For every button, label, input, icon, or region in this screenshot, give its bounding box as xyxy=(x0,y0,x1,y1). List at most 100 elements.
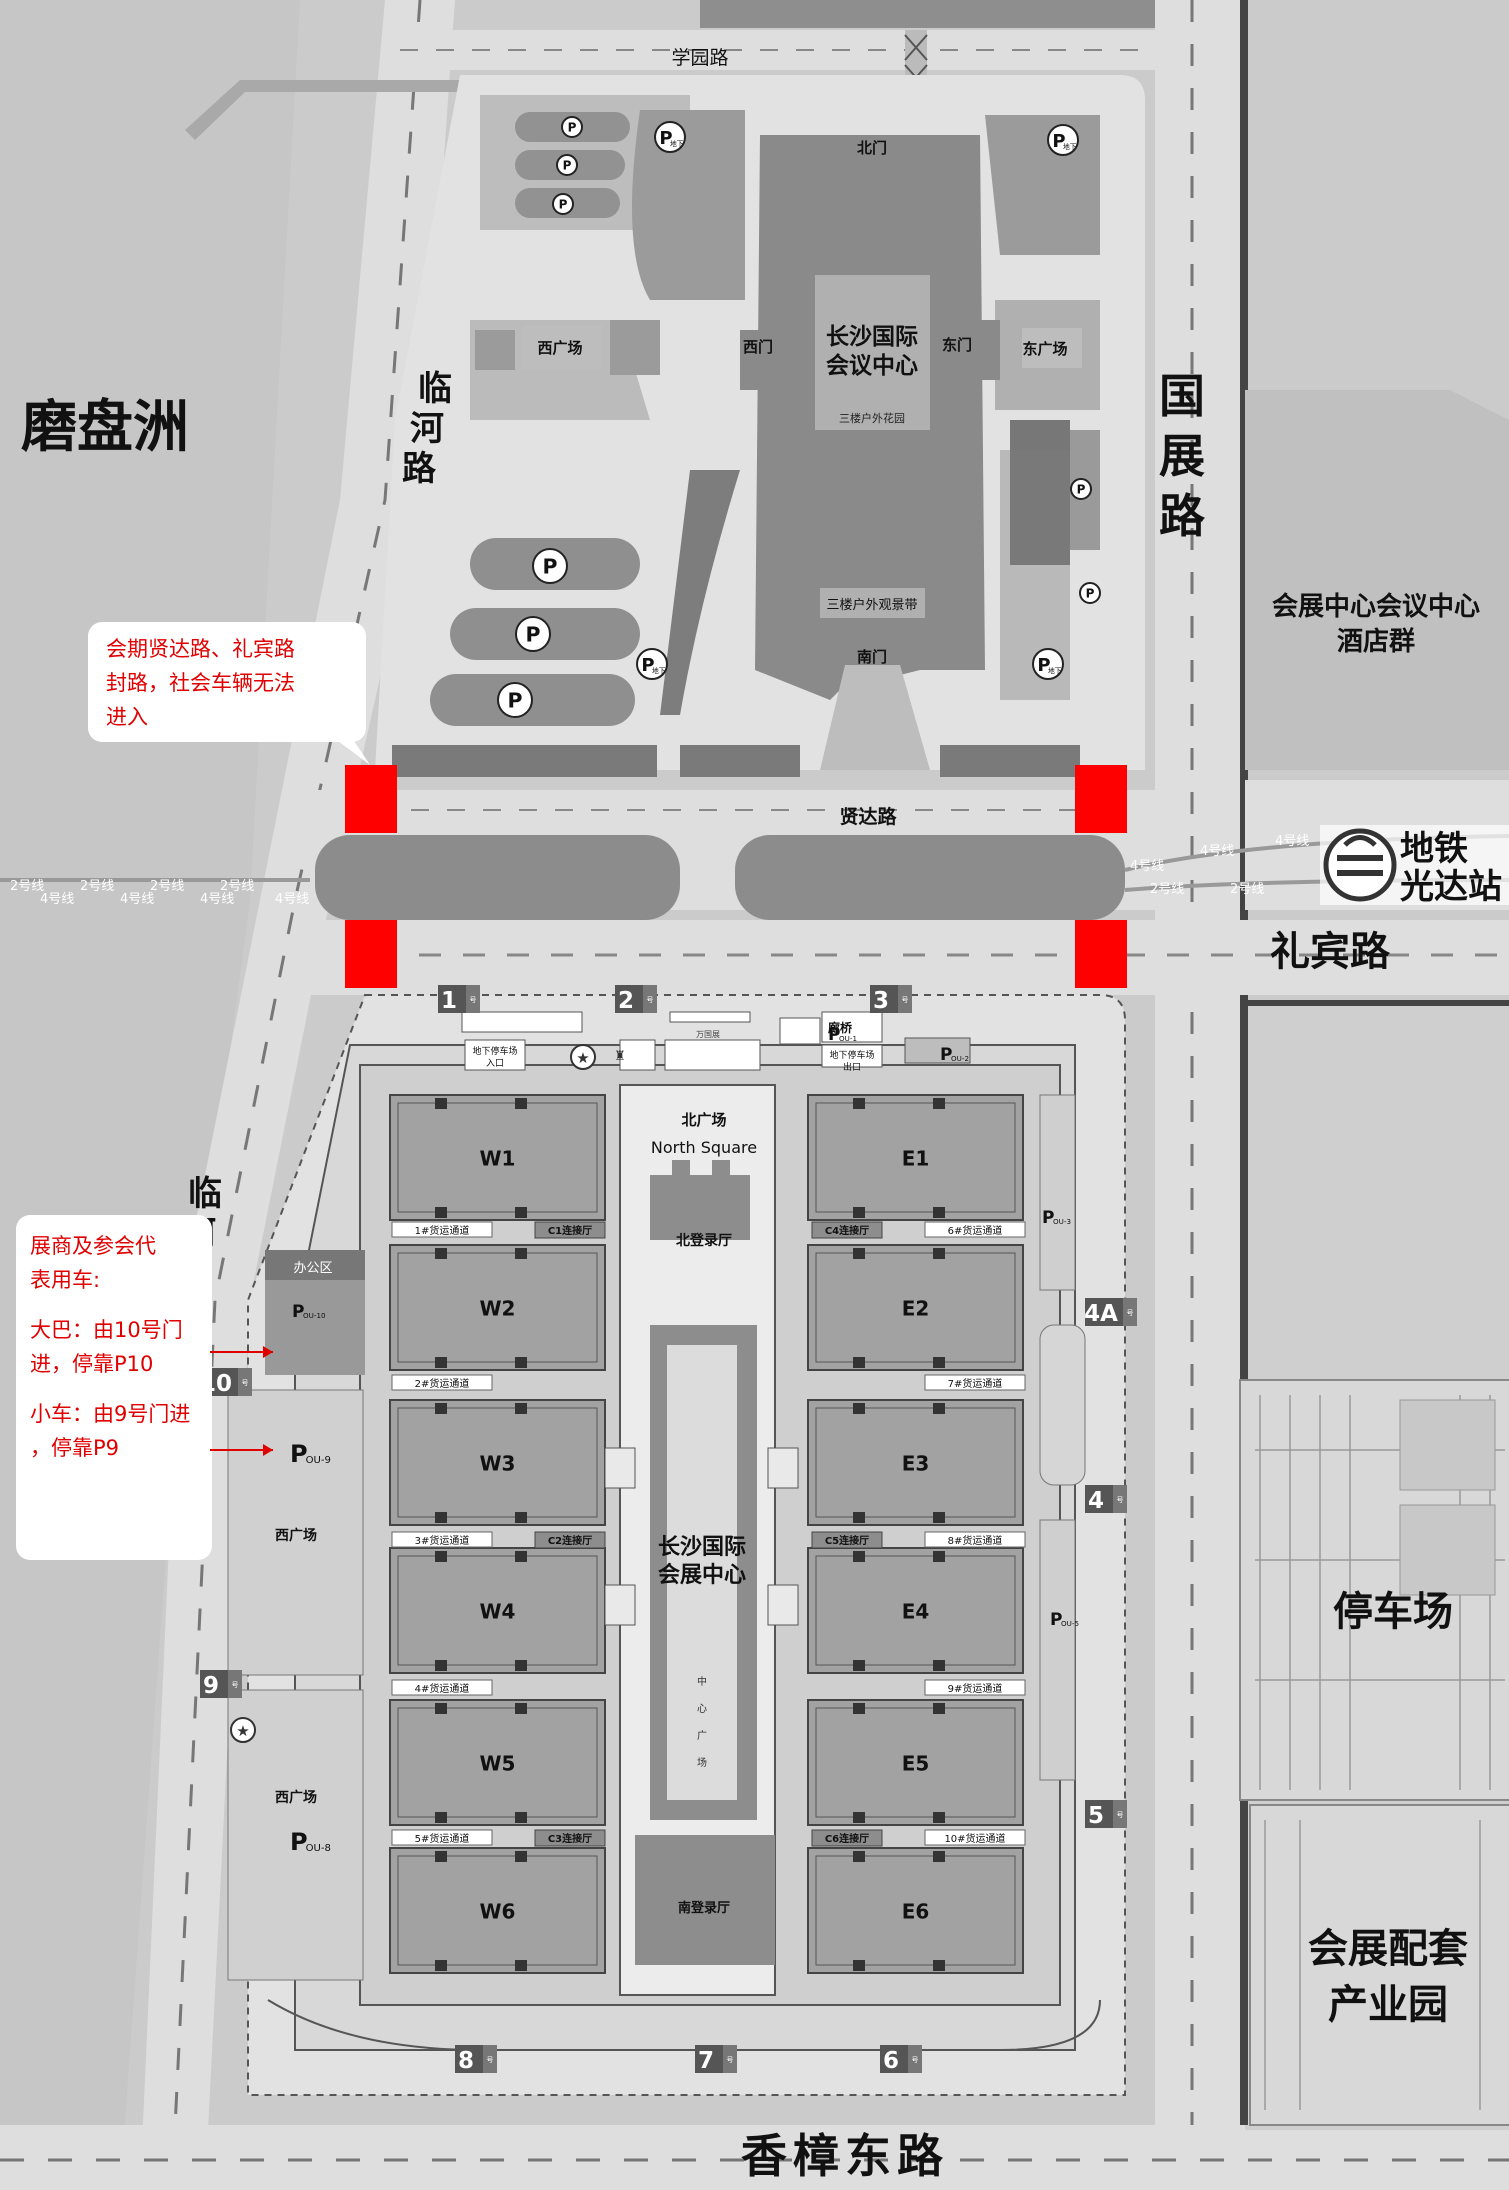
parking-p10-letter: P xyxy=(292,1302,304,1322)
cc-east-plaza: 东广场 xyxy=(1022,340,1067,358)
gate-8-number: 8 xyxy=(458,2048,474,2074)
gate-3-number: 3 xyxy=(873,988,889,1014)
hall-e2-label: E2 xyxy=(902,1297,930,1321)
hall-e4-label: E4 xyxy=(902,1600,930,1624)
ec-name-2: 会展中心 xyxy=(658,1562,746,1588)
parking-p-ug-3-underground: 地下 xyxy=(652,666,666,675)
road-label-guozhan: 国 展 路 xyxy=(1159,369,1206,543)
police-icon: ♜ xyxy=(614,1049,626,1064)
parking-p-top-2: P xyxy=(556,154,578,176)
hall-w3-label: W3 xyxy=(480,1452,516,1476)
hall-w3: W3 xyxy=(389,1399,606,1526)
area-label-industrial-1: 会展配套 xyxy=(1308,1926,1468,1972)
freight-lane-2: 2#货运通道 xyxy=(391,1374,493,1391)
road-label-linhe-s1: 临 xyxy=(188,1174,222,1214)
ec-north-square: 北广场 xyxy=(681,1111,726,1129)
parking-p-east-1-letter: P xyxy=(1077,483,1086,497)
parking-p-ug-1: P地下 xyxy=(654,121,686,153)
road-label-linhe-3: 路 xyxy=(402,449,437,489)
gate-4-suffix: 号 xyxy=(1117,1496,1124,1504)
ec-central-plaza-4: 场 xyxy=(697,1756,707,1769)
freight-lane-10: 10#货运通道 xyxy=(924,1829,1026,1846)
area-label-hotel-1: 会展中心会议中心 xyxy=(1272,592,1480,622)
parking-p1: POU-1 xyxy=(828,1025,857,1045)
metro-station-name-1: 地铁 xyxy=(1400,829,1468,869)
parking-p5-code: OU-5 xyxy=(1061,1619,1079,1628)
bus-line-2: 进，停靠P10 xyxy=(30,1352,154,1376)
hall-e5-label: E5 xyxy=(902,1752,930,1776)
parking-p-ug-1-letter: P xyxy=(659,128,672,149)
metro-line-label-11: 2号线 xyxy=(1150,882,1184,897)
gate-4a-suffix: 号 xyxy=(1127,1309,1134,1317)
ec-west-plaza-2: 西广场 xyxy=(275,1789,317,1806)
freight-lane-1-label: 1#货运通道 xyxy=(415,1224,470,1237)
parking-p-east-2: P xyxy=(1079,582,1101,604)
road-label-xianda: 贤达路 xyxy=(839,805,897,828)
hall-w6-label: W6 xyxy=(480,1900,516,1924)
gate-10-suffix: 号 xyxy=(242,1379,249,1387)
metro-line-label-12: 2号线 xyxy=(1230,882,1264,897)
cc-south-gate: 南门 xyxy=(857,648,887,666)
metro-line-label-2: 2号线 xyxy=(150,879,184,894)
connector-c5: C5连接厅 xyxy=(811,1531,883,1549)
road-closure-callout-tail xyxy=(330,735,370,765)
parking-p3-code: OU-3 xyxy=(1053,1217,1071,1226)
parking-p-top-3: P xyxy=(552,193,574,215)
area-label-mopanzhou: 磨盘洲 xyxy=(21,395,189,460)
metro-line-label-4: 4号线 xyxy=(40,892,74,907)
metro-line-label-10: 4号线 xyxy=(1275,834,1309,849)
road-closure-line-3: 进入 xyxy=(106,705,148,729)
road-label-linhe-2: 河 xyxy=(410,409,444,449)
freight-lane-1: 1#货运通道 xyxy=(391,1221,493,1238)
connector-c2: C2连接厅 xyxy=(534,1531,606,1549)
parking-p10: POU-10 xyxy=(292,1302,326,1322)
road-label-guozhan-3: 路 xyxy=(1159,489,1206,543)
freight-lane-3-label: 3#货运通道 xyxy=(415,1534,470,1547)
hall-e1: E1 xyxy=(807,1094,1024,1221)
ec-north-square-en: North Square xyxy=(651,1138,757,1157)
hall-w1: W1 xyxy=(389,1094,606,1221)
parking-p2-letter: P xyxy=(940,1045,952,1065)
parking-p-ug-4-letter: P xyxy=(1037,655,1050,676)
parking-p3-letter: P xyxy=(1042,1208,1054,1228)
parking-p9-letter: P xyxy=(290,1440,308,1468)
gate-1-number: 1 xyxy=(441,988,457,1014)
parking-p-ug-4: P地下 xyxy=(1032,648,1064,680)
star-icon-west: ★ xyxy=(230,1717,256,1743)
area-label-hotel-2: 酒店群 xyxy=(1337,627,1415,657)
freight-lane-9-label: 9#货运通道 xyxy=(948,1682,1003,1695)
callout-arrows xyxy=(210,1346,273,1456)
road-label-linhe-1: 临 xyxy=(418,369,452,409)
vehicle-access-callout: 展商及参会代 表用车: 大巴：由10号门 进，停靠P10 小车：由9号门进 ，停… xyxy=(16,1215,212,1560)
connector-c3: C3连接厅 xyxy=(534,1829,606,1847)
ug-entry-2: 入口 xyxy=(486,1058,504,1069)
parking-p9: POU-9 xyxy=(290,1440,331,1468)
road-label-guozhan-2: 展 xyxy=(1159,429,1205,483)
cc-west-gate: 西门 xyxy=(743,338,773,356)
ec-central-plaza-1: 中 xyxy=(697,1675,707,1688)
freight-lane-2-label: 2#货运通道 xyxy=(415,1377,470,1390)
freight-lane-6-label: 6#货运通道 xyxy=(948,1224,1003,1237)
parking-p-oval-3: P xyxy=(497,682,533,718)
parking-p-east-2-letter: P xyxy=(1086,587,1095,601)
parking-p8-letter: P xyxy=(290,1828,308,1856)
hall-w4-label: W4 xyxy=(480,1600,516,1624)
freight-lane-10-label: 10#货运通道 xyxy=(944,1832,1005,1845)
freight-lane-4-label: 4#货运通道 xyxy=(415,1682,470,1695)
freight-lane-5-label: 5#货运通道 xyxy=(415,1832,470,1845)
gate-1-suffix: 号 xyxy=(470,996,477,1004)
metro-line-label-3: 2号线 xyxy=(220,879,254,894)
parking-p-oval-2-letter: P xyxy=(526,623,541,647)
metro-line-label-7: 4号线 xyxy=(275,892,309,907)
ec-north-lobby: 北登录厅 xyxy=(676,1232,732,1249)
svg-text:★: ★ xyxy=(236,1722,249,1740)
gate-6-suffix: 号 xyxy=(912,2056,919,2064)
parking-p1-code: OU-1 xyxy=(839,1034,857,1043)
parking-p-ug-2: P地下 xyxy=(1047,124,1079,156)
